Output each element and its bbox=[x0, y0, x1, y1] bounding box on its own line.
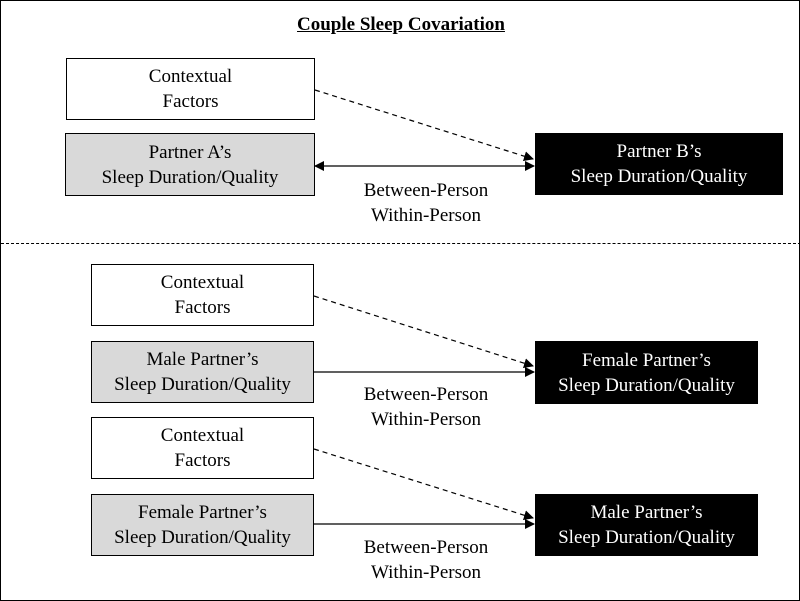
male-partner-sleep-outcome-box: Male Partner’s Sleep Duration/Quality bbox=[535, 494, 758, 556]
male-partner-sleep-outcome-line2: Sleep Duration/Quality bbox=[558, 527, 735, 548]
female-partner-sleep-line2: Sleep Duration/Quality bbox=[114, 527, 291, 548]
male-partner-sleep-line2: Sleep Duration/Quality bbox=[114, 374, 291, 395]
panel-divider bbox=[1, 243, 800, 244]
partner-b-sleep-box: Partner B’s Sleep Duration/Quality bbox=[535, 133, 783, 195]
m2-contextual-factors-line1: Contextual bbox=[160, 425, 245, 446]
female-partner-sleep-outcome-box: Female Partner’s Sleep Duration/Quality bbox=[535, 341, 758, 404]
m1-context-moderation-arrow bbox=[313, 295, 534, 369]
m1-contextual-factors-box: Contextual Factors bbox=[91, 264, 314, 326]
m1-path-label-line2: Within-Person bbox=[370, 409, 482, 430]
female-partner-sleep-outcome-line2: Sleep Duration/Quality bbox=[558, 374, 735, 396]
partner-a-sleep-line1: Partner A’s bbox=[148, 141, 232, 163]
partner-a-sleep-box: Partner A’s Sleep Duration/Quality bbox=[65, 133, 315, 196]
diagram-title: Couple Sleep Covariation bbox=[297, 14, 505, 35]
top-contextual-factors-line2: Factors bbox=[162, 91, 219, 112]
m2-context-moderation-arrow bbox=[313, 448, 534, 521]
m1-contextual-factors-line2: Factors bbox=[174, 297, 231, 318]
m2-contextual-factors-line2: Factors bbox=[174, 450, 231, 471]
top-context-moderation-arrow bbox=[314, 89, 534, 162]
top-contextual-factors-line1: Contextual bbox=[148, 66, 233, 87]
m1-path-label-line1: Between-Person bbox=[363, 384, 489, 405]
m2-path-label-line2: Within-Person bbox=[370, 562, 482, 583]
m1-contextual-factors-line1: Contextual bbox=[160, 272, 245, 293]
top-contextual-factors-box: Contextual Factors bbox=[66, 58, 315, 120]
female-partner-sleep-line1: Female Partner’s bbox=[138, 502, 267, 523]
female-partner-sleep-outcome-line1: Female Partner’s bbox=[582, 349, 711, 371]
m1-path-label: Between-Person Within-Person bbox=[331, 382, 521, 432]
m2-contextual-factors-box: Contextual Factors bbox=[91, 417, 314, 479]
m2-path-label: Between-Person Within-Person bbox=[331, 535, 521, 585]
top-path-label-line2: Within-Person bbox=[370, 205, 482, 226]
female-partner-sleep-box: Female Partner’s Sleep Duration/Quality bbox=[91, 494, 314, 556]
top-path-label: Between-Person Within-Person bbox=[331, 178, 521, 228]
male-partner-sleep-line1: Male Partner’s bbox=[146, 349, 259, 370]
male-partner-sleep-outcome-line1: Male Partner’s bbox=[590, 502, 703, 523]
top-path-label-line1: Between-Person bbox=[363, 180, 489, 201]
partner-b-sleep-line1: Partner B’s bbox=[616, 141, 702, 162]
partner-b-sleep-line2: Sleep Duration/Quality bbox=[570, 166, 748, 187]
m2-path-label-line1: Between-Person bbox=[363, 537, 489, 558]
male-partner-sleep-box: Male Partner’s Sleep Duration/Quality bbox=[91, 341, 314, 403]
partner-a-sleep-line2: Sleep Duration/Quality bbox=[101, 166, 279, 188]
